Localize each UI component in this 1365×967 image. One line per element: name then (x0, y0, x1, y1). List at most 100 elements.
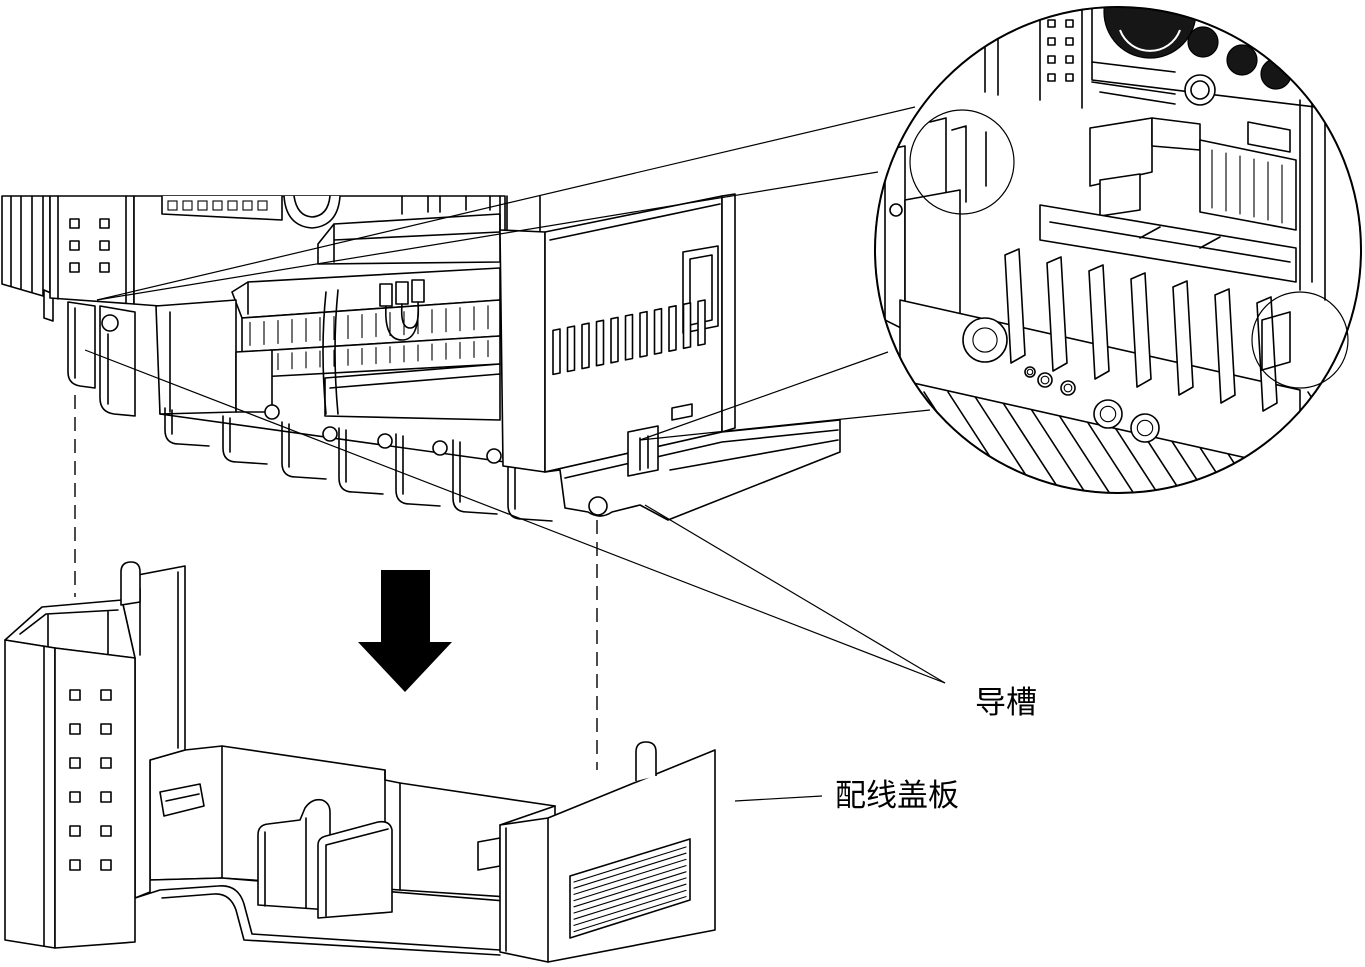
keypad-button-icon (1226, 44, 1258, 76)
right-panel-top-strip (499, 805, 556, 826)
mounting-hole (100, 825, 112, 837)
zoom-terminal-strip (1199, 139, 1297, 231)
vent-slot (581, 322, 590, 370)
wire-loop (385, 301, 420, 341)
keypad-button-icon (1253, 17, 1283, 47)
top-terminal-screws (167, 200, 268, 211)
terminal-screw (182, 200, 193, 211)
terminal-screw (257, 200, 268, 211)
vent-slot (682, 302, 692, 350)
dial-knob-ring (1119, 29, 1181, 52)
cover-left-block (4, 561, 205, 949)
terminal-guard-fin (338, 427, 384, 495)
wiring-cover-plate (4, 561, 716, 963)
terminal-screw (1060, 380, 1076, 396)
terminal-screw (167, 200, 178, 211)
zoom-terminal-rail (1039, 204, 1297, 283)
detail-highlight-circle (909, 109, 1015, 215)
hole-panel-edge (57, 195, 127, 304)
terminal-screw (432, 440, 448, 456)
terminal-screw-head (1136, 419, 1154, 437)
mounting-hole (69, 262, 80, 273)
labels: 导槽 配线盖板 (84, 349, 1037, 814)
center-post (257, 798, 331, 911)
center-post-edge (325, 828, 389, 917)
mounting-hole (1065, 73, 1074, 82)
vent-slots (552, 299, 706, 376)
lower-right-box-edge (329, 373, 501, 389)
wiring-cover-leader (734, 795, 823, 802)
left-guide-groove (67, 301, 136, 417)
terminal-separators (1004, 248, 1278, 412)
mounting-hole (1047, 19, 1056, 28)
terminal-screw (1024, 366, 1036, 378)
left-hole-panel (49, 195, 135, 305)
vent-grille (569, 838, 691, 939)
zoom-pointer-line (96, 171, 879, 301)
left-edge-module (1, 195, 54, 322)
vent-slot (639, 310, 648, 358)
terminal-screw (197, 200, 208, 211)
vent-slot (624, 313, 634, 361)
center-post-edge (264, 817, 307, 909)
terminal-guard-fin (452, 439, 498, 515)
keypad-ridges (1091, 61, 1176, 105)
mounting-hole (1047, 55, 1056, 64)
terminal-screw (1037, 372, 1053, 388)
terminal-guard-fin (281, 421, 327, 480)
hole-grid-bottom (69, 689, 112, 871)
terminal-screw (322, 426, 338, 442)
terminal-screw (1093, 399, 1123, 429)
vent-slot (595, 319, 605, 367)
cover-right-panel (477, 741, 716, 963)
terminal-guard-fin (395, 433, 441, 507)
cover-center-posts (257, 798, 393, 919)
terminal-screw-head (1063, 383, 1073, 393)
right-module-top-inner (549, 203, 721, 241)
mounting-hole (1065, 55, 1074, 64)
right-module-side (499, 229, 546, 473)
terminal-screw-head (1099, 405, 1117, 423)
terminal-screw (227, 200, 238, 211)
center-module (133, 195, 506, 463)
mounting-hole (69, 240, 80, 251)
left-block-opening (19, 609, 119, 655)
terminal-separator (1214, 288, 1236, 404)
mounting-hole (100, 723, 112, 735)
magnified-content (884, 7, 1361, 493)
terminal-screw (486, 448, 502, 464)
middle-block (235, 349, 273, 413)
terminal-screws (962, 317, 1160, 443)
terminal-screw (264, 404, 280, 420)
right-detail-inner (1261, 311, 1291, 371)
zoom-pointer-line (96, 106, 916, 301)
right-panel-fold (505, 817, 549, 963)
terminal-screw (242, 200, 253, 211)
keypad-button-icon (1187, 26, 1219, 58)
vent-slot (653, 307, 663, 355)
zoom-small-screw (889, 203, 903, 217)
mounting-hole (1047, 73, 1056, 82)
mounting-hole (69, 825, 81, 837)
right-module-edge (721, 193, 736, 433)
center-post (317, 820, 393, 919)
terminal-screw-head (1040, 375, 1050, 385)
terminal-separator (1046, 256, 1068, 372)
label-guide-groove: 导槽 (975, 685, 1037, 721)
mounting-hole (69, 757, 81, 769)
zoom-pointer-line (639, 351, 889, 441)
terminal-guard-fin (164, 407, 210, 447)
round-port (1184, 74, 1216, 106)
mounting-hole (1065, 19, 1074, 28)
right-module (499, 193, 736, 473)
vent-slot (566, 325, 576, 373)
top-housing-lines (401, 195, 491, 215)
terminal-separator (1004, 248, 1026, 364)
chassis-clip (671, 403, 693, 421)
label-wiring-cover: 配线盖板 (835, 778, 959, 814)
zoom-small-tab (1247, 121, 1291, 153)
vent-slot (552, 328, 561, 376)
chassis-base-lines (564, 429, 839, 479)
terminal-guard-fins (164, 404, 553, 522)
